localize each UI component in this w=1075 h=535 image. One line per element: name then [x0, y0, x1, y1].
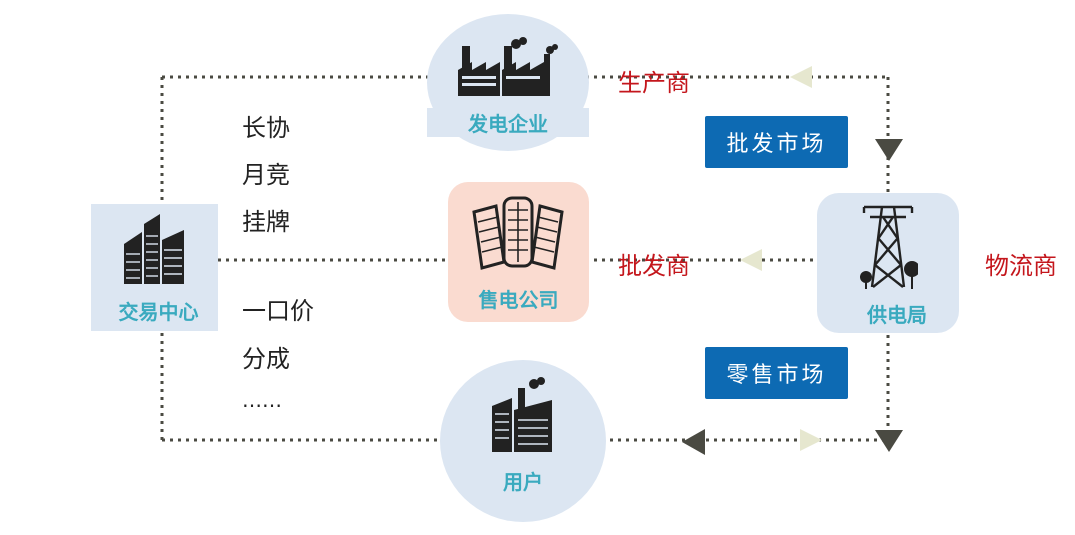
trade-type-fixed-price: 一口价 [242, 297, 314, 325]
office-towers-icon [472, 196, 564, 270]
wholesale-market-badge: 批发市场 [705, 116, 848, 168]
trade-type-monthly: 月竞 [242, 161, 290, 189]
exchange-node: 交易中心 [91, 204, 218, 331]
retail-market-badge: 零售市场 [705, 347, 848, 399]
trade-type-profit-share: 分成 [242, 345, 290, 373]
retail-company-node: 售电公司 [448, 182, 589, 322]
retail-down-arrow [875, 430, 903, 452]
logistics-label: 物流商 [985, 252, 1057, 280]
retail-right-arrow [800, 429, 822, 451]
factory-icon [492, 377, 552, 452]
factory-icon [458, 37, 558, 96]
wholesaler-label: 批发商 [618, 252, 690, 280]
retail-company-label: 售电公司 [478, 288, 559, 312]
user-label: 用户 [503, 470, 543, 494]
power-gen-label: 发电企业 [427, 108, 589, 137]
pylon-icon [860, 205, 918, 289]
grid-label: 供电局 [867, 303, 927, 327]
wholesaler-arrow [740, 249, 762, 271]
producer-label: 生产商 [618, 69, 690, 97]
trade-type-listing: 挂牌 [242, 208, 290, 236]
wholesale-down-arrow [875, 139, 903, 161]
exchange-label: 交易中心 [118, 300, 199, 324]
power-gen-node: 发电企业 [427, 14, 589, 151]
user-left-arrow [682, 429, 705, 455]
user-node: 用户 [440, 360, 606, 522]
grid-node: 供电局 [817, 193, 959, 333]
trade-type-ellipsis: …… [242, 388, 282, 412]
trade-type-long-term: 长协 [242, 114, 290, 142]
producer-arrow [790, 66, 812, 88]
buildings-icon [124, 214, 184, 284]
